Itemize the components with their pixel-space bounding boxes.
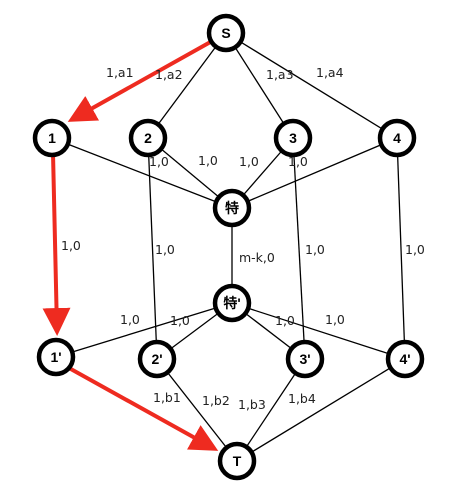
highlighted-path <box>42 38 219 451</box>
edge-label-specialprime-2prime: 1,0 <box>170 313 190 328</box>
node-label-1: 1 <box>48 130 56 146</box>
node-3prime: 3' <box>285 339 325 379</box>
node-label-4: 4 <box>393 130 401 146</box>
node-label-special: 特 <box>225 200 239 216</box>
edge-label-3prime-t: 1,b3 <box>238 397 266 412</box>
edge-4-4prime <box>396 137 406 360</box>
edge-label-1-1prime: 1,0 <box>61 238 81 253</box>
edge-label-1prime-t: 1,b1 <box>153 390 181 405</box>
edge-specialprime-4prime <box>231 302 406 360</box>
edge-2prime-t <box>156 358 238 462</box>
path-edge-s-1 <box>67 38 216 122</box>
edge-label-4-special: 1,0 <box>288 154 308 169</box>
nodes: S 1 2 3 4 特 特' 1' <box>32 13 425 481</box>
edge-4-special <box>231 137 398 209</box>
node-label-4prime: 4' <box>399 351 410 367</box>
node-label-s: S <box>221 25 230 41</box>
node-4prime: 4' <box>385 339 425 379</box>
edge-label-4-4prime: 1,0 <box>405 242 425 257</box>
node-label-t: T <box>233 453 242 469</box>
edge-3prime-t <box>236 358 306 462</box>
edge-label-special-specialprime: m-k,0 <box>239 250 275 265</box>
node-3: 3 <box>273 118 313 158</box>
node-label-2prime: 2' <box>151 351 162 367</box>
edge-label-specialprime-4prime: 1,0 <box>325 312 345 327</box>
node-label-3prime: 3' <box>299 351 310 367</box>
edge-label-3-special: 1,0 <box>239 154 259 169</box>
node-s: S <box>206 13 246 53</box>
edge-label-specialprime-1prime: 1,0 <box>120 312 140 327</box>
node-4: 4 <box>377 118 417 158</box>
edge-3-3prime <box>292 137 306 360</box>
edge-label-4prime-t: 1,b4 <box>288 391 316 406</box>
edge-1-special <box>51 137 233 209</box>
edge-specialprime-1prime <box>55 302 233 358</box>
edge-label-s-2: 1,a2 <box>155 67 183 82</box>
path-edge-1prime-t <box>67 366 219 451</box>
edge-s-4 <box>225 32 398 139</box>
node-label-2: 2 <box>144 130 152 146</box>
node-1prime: 1' <box>36 337 76 377</box>
node-t: T <box>217 441 257 481</box>
edge-2-2prime <box>147 137 158 360</box>
edge-label-s-4: 1,a4 <box>316 65 344 80</box>
node-label-1prime: 1' <box>50 349 61 365</box>
edge-label-2-special: 1,0 <box>149 154 169 169</box>
edge-4prime-t <box>236 358 406 462</box>
edge-label-specialprime-3prime: 1,0 <box>275 313 295 328</box>
edge-label-2prime-t: 1,b2 <box>202 393 230 408</box>
edge-label-s-1: 1,a1 <box>106 65 134 80</box>
node-2prime: 2' <box>137 339 177 379</box>
node-1: 1 <box>32 118 72 158</box>
node-2: 2 <box>128 118 168 158</box>
node-label-special-prime: 特' <box>223 295 240 311</box>
node-label-3: 3 <box>289 130 297 146</box>
edge-labels: 1,a1 1,a2 1,a3 1,a4 1,0 1,0 1,0 1,0 1,0 … <box>61 65 425 412</box>
node-special: 特 <box>212 188 252 228</box>
edge-label-2-2prime: 1,0 <box>155 242 175 257</box>
node-special-prime: 特' <box>212 283 252 323</box>
edge-label-1-special: 1,0 <box>198 153 218 168</box>
edge-label-s-3: 1,a3 <box>266 67 294 82</box>
edge-label-3-3prime: 1,0 <box>305 242 325 257</box>
edge-s-3 <box>225 32 294 139</box>
edge-s-2 <box>147 32 227 139</box>
path-edge-1-1prime <box>42 151 71 336</box>
